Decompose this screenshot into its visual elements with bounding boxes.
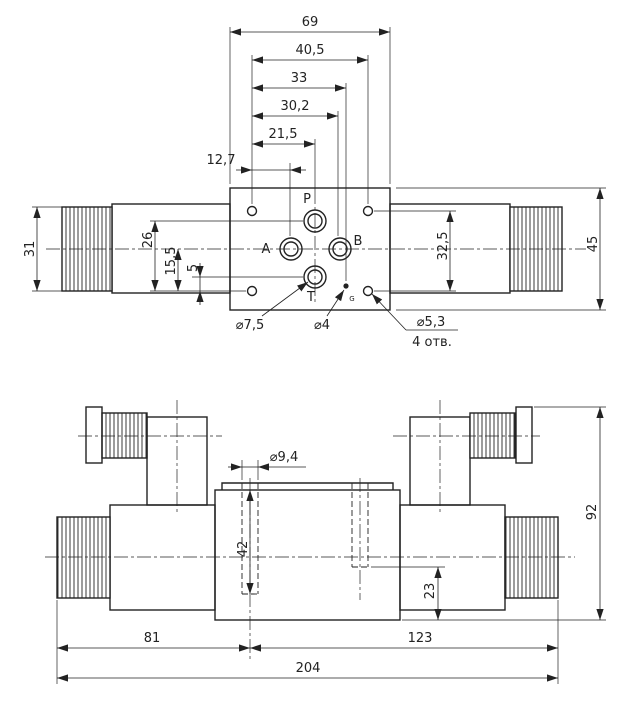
solenoid-nut-left-side: [56, 516, 111, 599]
dim-32-5-label: 32,5: [436, 232, 451, 261]
mount-hole-tl: [246, 205, 258, 217]
callout-dia-5-3: ⌀5,3: [417, 315, 446, 330]
port-t-label: T: [306, 290, 315, 305]
dim-40-5-label: 40,5: [296, 43, 325, 58]
port-b-outer: [328, 237, 352, 261]
top-view-labels: 69 40,5 33 30,2 21,5 12,7 31 26 15,5 5 3…: [23, 15, 601, 350]
mount-hole-br: [362, 285, 374, 297]
mount-hole-tr: [362, 205, 374, 217]
dim-12-7-label: 12,7: [207, 153, 236, 168]
dim-21-5-label: 21,5: [269, 127, 298, 142]
top-view-leaders: [261, 281, 458, 331]
top-view: 69 40,5 33 30,2 21,5 12,7 31 26 15,5 5 3…: [23, 15, 606, 350]
dim-42-label: 42: [236, 541, 251, 558]
solenoid-tube-left-side: [109, 504, 216, 611]
callout-dia-7-5: ⌀7,5: [236, 318, 265, 333]
top-view-dimension-lines: [33, 28, 604, 310]
solenoid-nut-right-side: [504, 516, 559, 599]
dim-dia-9-4-label: ⌀9,4: [270, 450, 299, 465]
side-view-hidden-bores: [241, 483, 369, 595]
side-view-labels: ⌀9,4 42 23 92 81 123 204: [144, 450, 600, 676]
dim-15-5-label: 15,5: [164, 247, 179, 276]
port-a-outer: [279, 237, 303, 261]
solenoid-tube-right-side: [399, 504, 506, 611]
side-view: ⌀9,4 42 23 92 81 123 204: [45, 400, 606, 684]
port-t-outer: [303, 265, 327, 289]
side-view-dimension-lines: [57, 407, 604, 682]
dim-31-label: 31: [23, 241, 38, 258]
port-t-inner: [307, 269, 323, 285]
callout-dia-4: ⌀4: [314, 318, 330, 333]
side-view-body-outline: [56, 406, 559, 621]
port-b-inner: [332, 241, 348, 257]
port-circles: [246, 205, 374, 297]
dim-69-label: 69: [302, 15, 319, 30]
side-view-centerlines: [45, 400, 575, 660]
mount-hole-bl: [246, 285, 258, 297]
gland-cap-left: [85, 406, 103, 464]
dim-123-label: 123: [408, 631, 433, 646]
port-a-label: A: [262, 242, 271, 257]
port-a-inner: [283, 241, 299, 257]
dim-204-label: 204: [296, 661, 321, 676]
pin-g-label: G: [349, 295, 354, 303]
port-p-label: P: [303, 192, 311, 207]
dim-45-label: 45: [586, 236, 601, 253]
dim-26-label: 26: [141, 232, 156, 249]
side-view-extension-lines: [56, 406, 606, 684]
dim-92-label: 92: [585, 504, 600, 521]
dim-33-label: 33: [291, 71, 308, 86]
gland-cap-right: [515, 406, 533, 464]
cable-gland-right: [469, 412, 516, 459]
dim-23-label: 23: [423, 583, 438, 600]
interface-plate: [221, 482, 394, 490]
dim-30-2-label: 30,2: [281, 99, 310, 114]
callout-4-holes: 4 отв.: [412, 335, 452, 350]
port-b-label: B: [354, 234, 363, 249]
dim-5-label: 5: [186, 264, 201, 272]
pin-hole: [343, 283, 349, 289]
port-p-outer: [303, 209, 327, 233]
top-view-extension-lines: [32, 27, 606, 311]
dim-81-label: 81: [144, 631, 161, 646]
top-view-centerlines: [46, 190, 586, 303]
cable-gland-left: [101, 412, 148, 459]
port-p-inner: [307, 213, 323, 229]
